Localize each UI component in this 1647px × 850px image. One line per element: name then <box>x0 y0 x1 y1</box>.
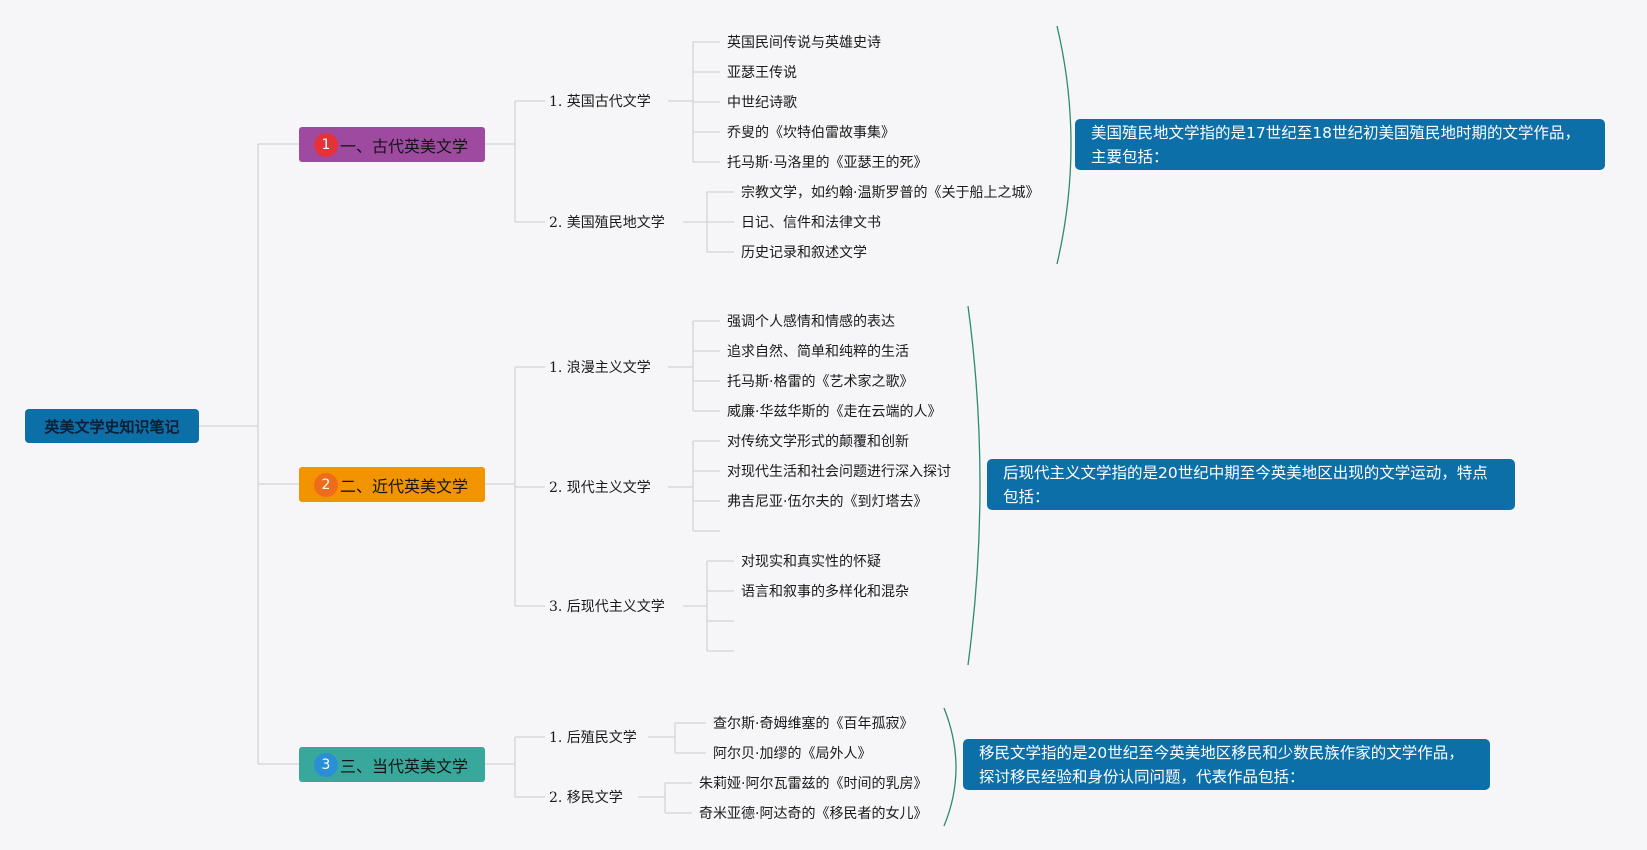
leaf-item[interactable]: 中世纪诗歌 <box>727 95 797 111</box>
topic-modern-literature[interactable]: 2 二、近代英美文学 <box>299 467 485 502</box>
leaf-item[interactable]: 亚瑟王传说 <box>727 65 797 81</box>
leaf-item[interactable]: 查尔斯·奇姆维塞的《百年孤寂》 <box>713 716 914 732</box>
topic-label: 一、古代英美文学 <box>340 136 469 156</box>
summary-note-colonial[interactable]: 美国殖民地文学指的是17世纪至18世纪初美国殖民地时期的文学作品，主要包括： <box>1075 119 1605 170</box>
summary-note-immigrant[interactable]: 移民文学指的是20世纪至今英美地区移民和少数民族作家的文学作品，探讨移民经验和身… <box>963 739 1490 790</box>
leaf-item[interactable]: 英国民间传说与英雄史诗 <box>727 35 881 51</box>
topic-contemporary-literature[interactable]: 3 三、当代英美文学 <box>299 747 485 782</box>
number-badge-icon: 2 <box>314 472 338 497</box>
root-topic-label: 英美文学史知识笔记 <box>44 417 180 436</box>
summary-note-postmodern[interactable]: 后现代主义文学指的是20世纪中期至今英美地区出现的文学运动，特点包括： <box>987 459 1515 510</box>
leaf-item[interactable]: 弗吉尼亚·伍尔夫的《到灯塔去》 <box>727 494 928 510</box>
summary-bracket <box>1056 25 1072 265</box>
leaf-item[interactable]: 托马斯·马洛里的《亚瑟王的死》 <box>727 155 928 171</box>
subtopic-romanticism[interactable]: 1. 浪漫主义文学 <box>549 360 651 376</box>
leaf-item[interactable]: 朱莉娅·阿尔瓦雷兹的《时间的乳房》 <box>699 776 928 792</box>
subtopic-english-ancient[interactable]: 1. 英国古代文学 <box>549 94 651 110</box>
leaf-item[interactable]: 奇米亚德·阿达奇的《移民者的女儿》 <box>699 806 928 822</box>
subtopic-postcolonial[interactable]: 1. 后殖民文学 <box>549 730 637 746</box>
leaf-item[interactable]: 乔叟的《坎特伯雷故事集》 <box>727 125 895 141</box>
number-badge-icon: 3 <box>314 752 338 777</box>
summary-bracket <box>943 707 957 827</box>
subtopic-postmodernism[interactable]: 3. 后现代主义文学 <box>549 599 665 615</box>
leaf-item[interactable]: 托马斯·格雷的《艺术家之歌》 <box>727 374 914 390</box>
topic-label: 三、当代英美文学 <box>340 756 469 776</box>
subtopic-immigrant[interactable]: 2. 移民文学 <box>549 790 623 806</box>
topic-label: 二、近代英美文学 <box>340 476 469 496</box>
leaf-item[interactable]: 追求自然、简单和纯粹的生活 <box>727 344 909 360</box>
subtopic-modernism[interactable]: 2. 现代主义文学 <box>549 480 651 496</box>
leaf-item[interactable]: 对现实和真实性的怀疑 <box>741 554 881 570</box>
leaf-item[interactable]: 对现代生活和社会问题进行深入探讨 <box>727 464 951 480</box>
leaf-item[interactable]: 威廉·华兹华斯的《走在云端的人》 <box>727 404 942 420</box>
leaf-item[interactable]: 对传统文学形式的颠覆和创新 <box>727 434 909 450</box>
leaf-item[interactable]: 宗教文学，如约翰·温斯罗普的《关于船上之城》 <box>741 185 1040 201</box>
subtopic-american-colonial[interactable]: 2. 美国殖民地文学 <box>549 215 665 231</box>
leaf-item[interactable]: 日记、信件和法律文书 <box>741 215 881 231</box>
summary-text: 移民文学指的是20世纪至今英美地区移民和少数民族作家的文学作品，探讨移民经验和身… <box>979 743 1464 786</box>
summary-text: 美国殖民地文学指的是17世纪至18世纪初美国殖民地时期的文学作品，主要包括： <box>1091 123 1580 166</box>
summary-text: 后现代主义文学指的是20世纪中期至今英美地区出现的文学运动，特点包括： <box>1003 463 1488 506</box>
leaf-item[interactable]: 历史记录和叙述文学 <box>741 245 867 261</box>
leaf-item[interactable]: 语言和叙事的多样化和混杂 <box>741 584 909 600</box>
summary-bracket <box>967 305 981 666</box>
leaf-item[interactable]: 阿尔贝·加缪的《局外人》 <box>713 746 872 762</box>
number-badge-icon: 1 <box>314 132 338 157</box>
root-topic[interactable]: 英美文学史知识笔记 <box>25 409 199 443</box>
leaf-item[interactable]: 强调个人感情和情感的表达 <box>727 314 895 330</box>
topic-ancient-literature[interactable]: 1 一、古代英美文学 <box>299 127 485 162</box>
